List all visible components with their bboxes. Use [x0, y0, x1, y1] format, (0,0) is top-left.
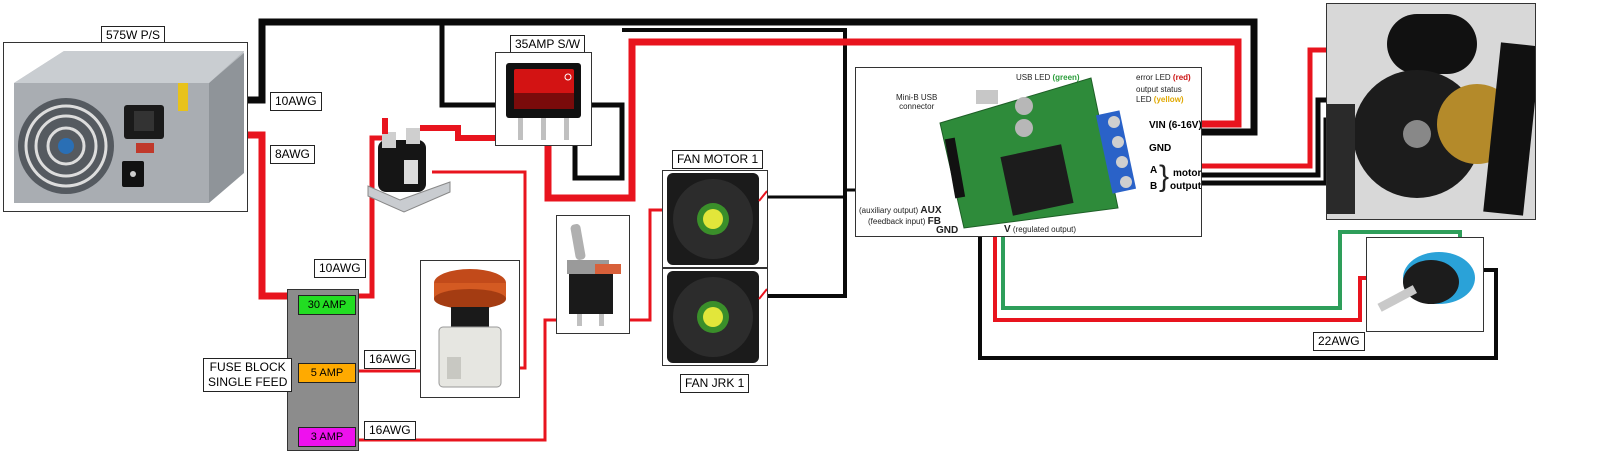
power-supply-drawing — [14, 51, 244, 203]
fuse-block-label: FUSE BLOCK SINGLE FEED — [203, 358, 293, 392]
output-status-color: (yellow) — [1153, 95, 1184, 104]
motor-gearbox-drawing — [1327, 4, 1535, 219]
wire-switch-vin-red — [544, 38, 1242, 202]
fan-motor-drawing — [667, 173, 767, 265]
motor-label: motor — [1173, 168, 1202, 179]
motor-controller-panel: USB LED (green) error LED (red) output s… — [855, 67, 1202, 237]
output-status-led-label: LED (yellow) — [1136, 95, 1184, 104]
red-wires — [246, 38, 1378, 442]
usb-led-text: USB LED — [1016, 73, 1051, 82]
fan-jrk-image — [662, 268, 768, 366]
potentiometer-drawing — [1377, 252, 1475, 312]
fb-pin: FB — [927, 216, 941, 227]
motor-gearbox-image — [1326, 3, 1536, 220]
fan-jrk-label: FAN JRK 1 — [680, 374, 750, 393]
vin-label: VIN (6-16V) — [1149, 120, 1202, 131]
toggle-switch-drawing — [567, 224, 621, 326]
mini-usb-text-2: connector — [899, 102, 935, 111]
fan-jrk-drawing — [667, 271, 767, 363]
emergency-stop-drawing — [434, 269, 506, 388]
wire-fuse30-red — [355, 135, 385, 299]
controller-board-drawing — [939, 77, 1137, 229]
v-label: V (regulated output) — [1004, 224, 1077, 235]
wire-black-loop-a — [439, 22, 625, 181]
wire-fuse3-red — [355, 318, 558, 442]
wire-psu-8awg-red — [246, 131, 290, 300]
wire-pot-green — [1001, 220, 1462, 310]
awg-10-top-label: 10AWG — [270, 92, 322, 111]
toggle-switch-image — [556, 215, 630, 334]
wire-solenoid-switch-red — [420, 125, 495, 141]
fuse-block-label-line1: FUSE BLOCK — [209, 360, 286, 374]
fb-desc: (feedback input) — [868, 217, 926, 226]
awg-8-label: 8AWG — [270, 145, 315, 164]
fuse-5-amp: 5 AMP — [298, 363, 356, 383]
wire-motor-red — [1198, 47, 1340, 169]
rocker-switch-image — [495, 52, 592, 146]
gnd-left-pin: GND — [936, 225, 959, 236]
fan-motor-image — [662, 170, 768, 268]
awg-10-mid-label: 10AWG — [314, 259, 366, 278]
error-led-label: error LED (red) — [1136, 73, 1191, 82]
fb-label: (feedback input) FB — [868, 216, 941, 227]
gnd-right-label: GND — [1149, 143, 1172, 154]
aux-pin: AUX — [920, 205, 942, 216]
wire-psu-top-black — [246, 18, 1258, 136]
output-status-led-text: LED — [1136, 95, 1152, 104]
pin-a-label: A — [1150, 165, 1158, 176]
mini-usb-text: Mini-B USB — [896, 93, 938, 102]
gnd-left-label: GND — [936, 225, 959, 236]
wire-black-loop-b — [622, 28, 847, 298]
aux-label: (auxiliary output) AUX — [859, 205, 942, 216]
emergency-stop-image — [420, 260, 520, 398]
rocker-switch-drawing — [506, 63, 581, 140]
fuse-block-label-line2: SINGLE FEED — [208, 375, 288, 389]
error-led-text: error LED — [1136, 73, 1171, 82]
pin-b-label: B — [1150, 181, 1158, 192]
brace: } — [1159, 160, 1170, 193]
error-led-color: (red) — [1172, 73, 1191, 82]
fuse-30-amp: 30 AMP — [298, 295, 356, 315]
usb-led-label: USB LED (green) — [1016, 73, 1080, 82]
mini-usb-label: Mini-B USB connector — [896, 93, 937, 111]
wire-pot-black — [978, 220, 1498, 360]
fan-motor-label: FAN MOTOR 1 — [672, 150, 764, 169]
awg-16-b-label: 16AWG — [364, 421, 416, 440]
awg-16-a-label: 16AWG — [364, 350, 416, 369]
usb-led-color: (green) — [1052, 73, 1080, 82]
output-status-label: output status — [1136, 85, 1182, 94]
potentiometer-image — [1366, 237, 1484, 332]
aux-desc: (auxiliary output) — [859, 206, 919, 215]
solenoid-drawing — [367, 118, 451, 213]
awg-22-label: 22AWG — [1313, 332, 1365, 351]
fuse-3-amp: 3 AMP — [298, 427, 356, 447]
solenoid-image — [360, 112, 455, 227]
v-pin: V — [1004, 224, 1011, 235]
switch-label: 35AMP S/W — [510, 35, 586, 54]
v-desc: (regulated output) — [1012, 225, 1077, 234]
wire-toggle-fan-red — [628, 208, 662, 322]
power-supply-image — [3, 42, 248, 212]
output-status-text: output status — [1136, 85, 1182, 94]
fuse-block: 30 AMP 5 AMP 3 AMP — [287, 289, 359, 451]
